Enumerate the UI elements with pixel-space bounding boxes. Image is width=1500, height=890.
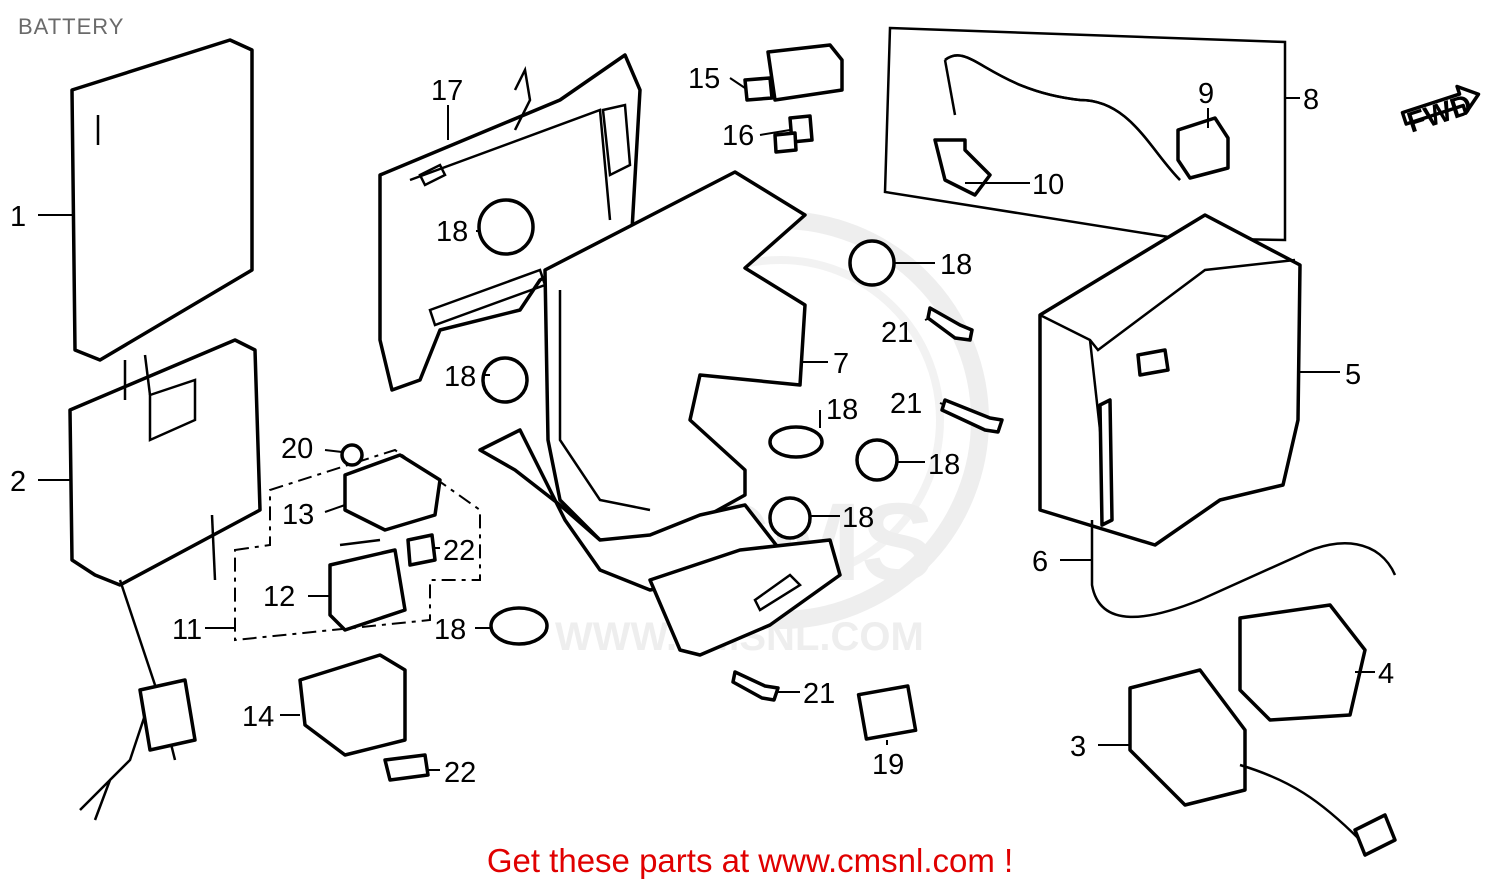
callout-18d: 18	[826, 394, 858, 426]
part-3-unit	[1128, 668, 1397, 857]
grommets	[477, 198, 899, 646]
callout-17: 17	[431, 75, 463, 107]
callout-15: 15	[688, 63, 720, 95]
part-1-cover	[70, 38, 254, 362]
part-8-cable-assembly	[883, 26, 1287, 242]
part-22-fuse-lower	[383, 753, 430, 782]
part-22-fuse-upper	[406, 533, 437, 567]
part-20-clip	[340, 443, 364, 467]
part-4-terminal-cover	[1238, 603, 1367, 722]
part-12-starter-relay	[328, 538, 407, 632]
callout-8: 8	[1303, 84, 1319, 116]
callout-18b: 18	[940, 249, 972, 281]
part-2-control-unit	[68, 338, 262, 821]
part-11-group-outline	[234, 448, 481, 642]
callout-3: 3	[1070, 731, 1086, 763]
callout-21a: 21	[881, 317, 913, 349]
callout-11: 11	[172, 614, 202, 646]
callout-18e: 18	[928, 449, 960, 481]
part-13-regulator	[343, 453, 442, 532]
callout-22a: 22	[443, 535, 475, 567]
callout-5: 5	[1345, 359, 1361, 391]
part-5-battery	[1038, 213, 1302, 547]
footer-promo-link[interactable]: Get these parts at www.cmsnl.com !	[486, 842, 1014, 879]
callout-16: 16	[722, 120, 754, 152]
callout-18f: 18	[842, 502, 874, 534]
callout-labels: 1 2 3 4 5 6 7 8 9 10 11 12 13 14 15 16 1…	[10, 63, 1394, 789]
callout-2: 2	[10, 466, 26, 498]
part-19-label	[856, 684, 918, 741]
callout-1: 1	[10, 201, 26, 233]
callout-12: 12	[263, 581, 295, 613]
callout-18g: 18	[434, 614, 466, 646]
callout-18c: 18	[444, 361, 476, 393]
callout-22b: 22	[444, 757, 476, 789]
callout-9: 9	[1198, 78, 1214, 110]
leader-lines	[38, 77, 1375, 771]
part-15-16-connectors	[743, 43, 844, 154]
callout-7: 7	[833, 348, 849, 380]
callout-14: 14	[242, 701, 274, 733]
fwd-label: FWD	[1403, 89, 1476, 140]
callout-10: 10	[1032, 169, 1064, 201]
bottom-bracket	[648, 538, 842, 657]
callout-4: 4	[1378, 658, 1394, 690]
callout-21b: 21	[890, 388, 922, 420]
part-6-breather-tube	[1090, 398, 1397, 619]
fwd-arrow-icon: FWD	[1400, 84, 1481, 140]
callout-18a: 18	[436, 216, 468, 248]
part-14-relay	[298, 653, 407, 757]
page-title: BATTERY	[18, 14, 125, 39]
callout-19: 19	[872, 749, 904, 781]
callout-20: 20	[281, 433, 313, 465]
callout-13: 13	[282, 499, 314, 531]
callout-21c: 21	[803, 678, 835, 710]
callout-6: 6	[1032, 546, 1048, 578]
